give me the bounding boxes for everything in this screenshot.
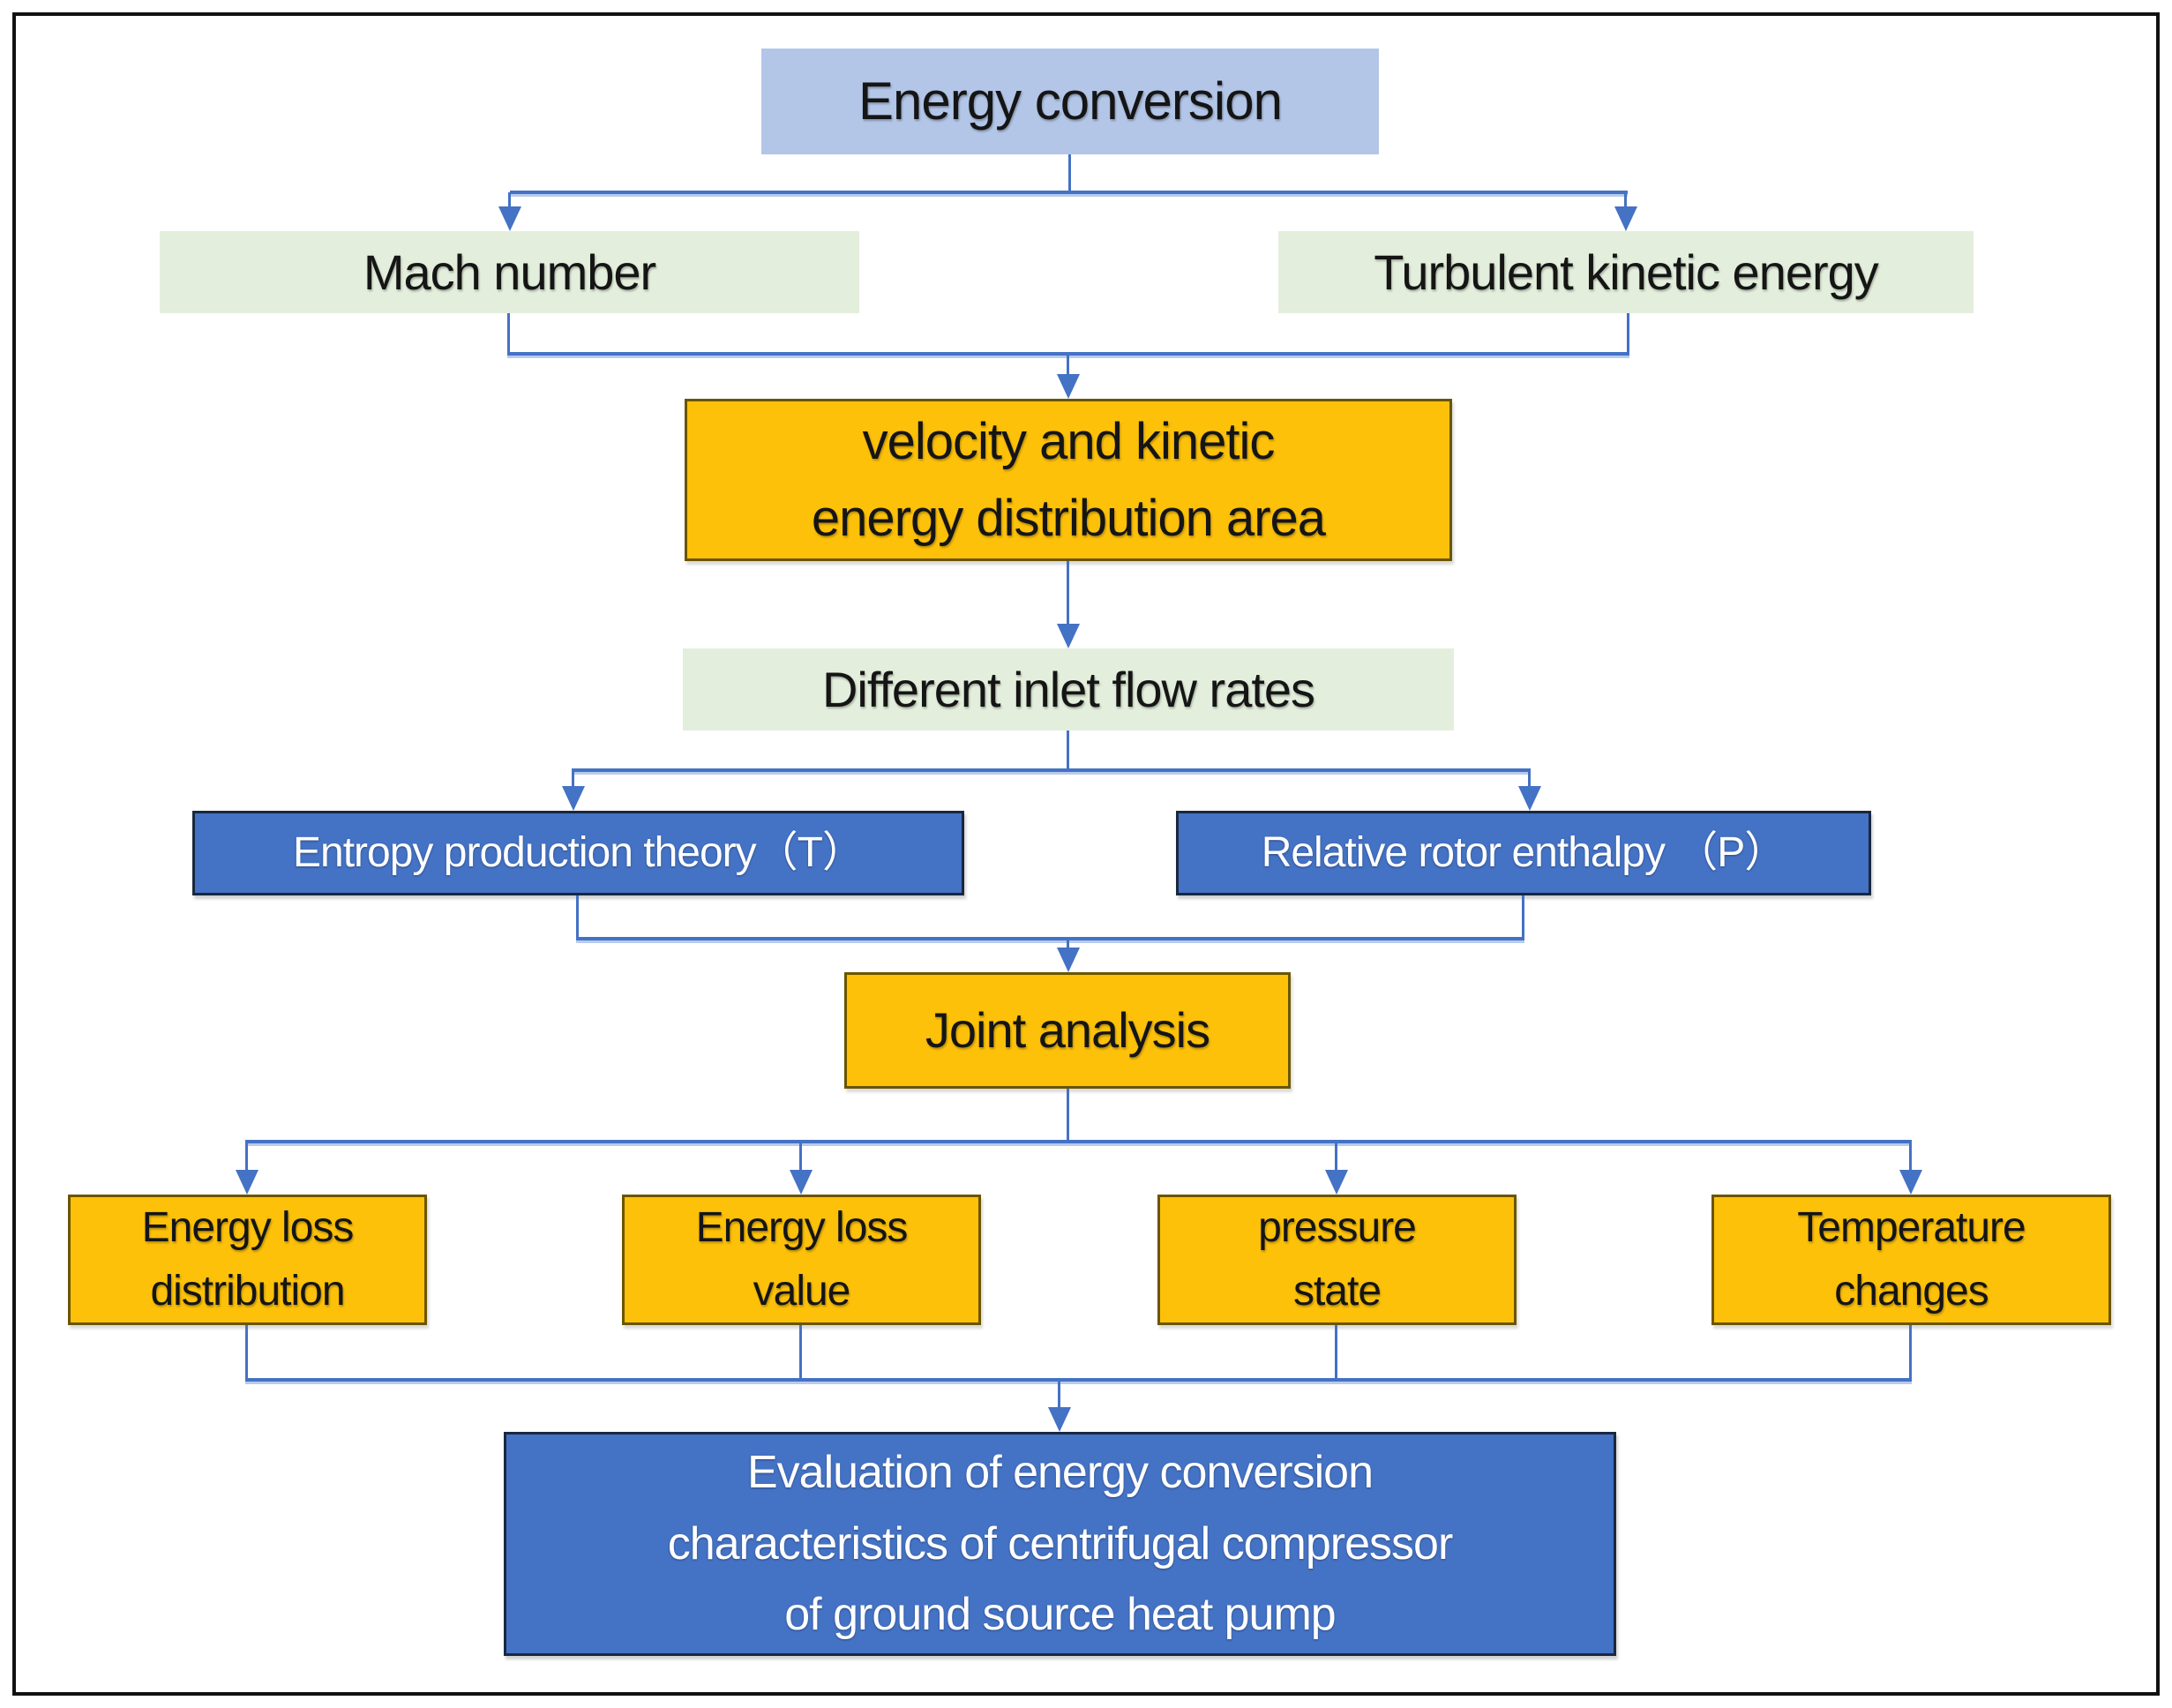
node-label: Energy loss distribution	[141, 1204, 355, 1315]
node-label: velocity and kinetic energy distribution…	[811, 413, 1326, 547]
node-label: pressure state	[1258, 1204, 1417, 1315]
connector-turbulent-stem	[1627, 313, 1629, 356]
connector-drop-entropy	[572, 770, 574, 789]
arrowhead-into-rotor-enthalpy	[1518, 786, 1541, 811]
arrowhead-into-velocity-area	[1057, 374, 1080, 399]
connector-velocity-to-inlet	[1067, 561, 1069, 626]
arrowhead-into-evaluation	[1048, 1407, 1071, 1432]
connector-drop-loss-value	[799, 1142, 802, 1171]
arrowhead-into-loss-value	[790, 1170, 813, 1195]
node-label: Mach number	[363, 243, 656, 300]
node-label: Energy loss value	[695, 1204, 909, 1315]
node-different-inlet-flow-rates: Different inlet flow rates	[683, 648, 1454, 730]
node-label: Energy conversion	[858, 71, 1283, 131]
node-temperature-changes: Temperature changes	[1711, 1195, 2111, 1325]
connector-merge-to-velocity	[507, 352, 1629, 356]
node-mach-number: Mach number	[160, 231, 859, 313]
connector-pressure-stem	[1335, 1325, 1337, 1380]
arrowhead-into-joint-analysis	[1057, 948, 1080, 972]
connector-drop-rotor	[1528, 770, 1531, 789]
connector-mach-stem	[507, 313, 510, 356]
arrowhead-into-mach-number	[498, 206, 521, 231]
node-velocity-distribution-area: velocity and kinetic energy distribution…	[685, 399, 1452, 561]
connector-drop-pressure	[1335, 1142, 1337, 1171]
connector-temperature-stem	[1909, 1325, 1912, 1380]
connector-joint-split	[245, 1140, 1912, 1143]
connector-joint-stem	[1067, 1089, 1069, 1142]
diagram-frame	[12, 12, 2160, 1696]
connector-entropy-stem	[576, 895, 579, 940]
arrowhead-into-turbulent	[1614, 206, 1637, 231]
node-relative-rotor-enthalpy: Relative rotor enthalpy （P）	[1176, 811, 1871, 895]
node-label: Joint analysis	[925, 1002, 1210, 1059]
arrowhead-into-temperature-changes	[1899, 1170, 1922, 1195]
node-energy-loss-distribution: Energy loss distribution	[68, 1195, 427, 1325]
connector-drop-turbulent	[1624, 192, 1627, 209]
node-joint-analysis: Joint analysis	[844, 972, 1291, 1089]
node-evaluation-summary: Evaluation of energy conversion characte…	[504, 1432, 1616, 1656]
connector-drop-evaluation	[1058, 1381, 1060, 1409]
connector-merge-to-joint	[576, 937, 1524, 940]
connector-loss-distribution-stem	[245, 1325, 248, 1380]
node-label: Different inlet flow rates	[821, 661, 1315, 717]
arrowhead-into-loss-distribution	[236, 1170, 258, 1195]
connector-inlet-split	[572, 768, 1531, 772]
connector-loss-value-stem	[799, 1325, 802, 1380]
connector-rotor-stem	[1522, 895, 1524, 940]
node-label: Temperature changes	[1797, 1204, 2026, 1315]
connector-merge-to-evaluation	[245, 1378, 1912, 1382]
node-label: Entropy production theory（T）	[293, 828, 865, 876]
arrowhead-into-inlet-flow	[1057, 624, 1080, 648]
connector-drop-mach	[508, 192, 511, 209]
node-label: Evaluation of energy conversion characte…	[667, 1447, 1454, 1641]
node-label: Relative rotor enthalpy （P）	[1261, 828, 1787, 876]
connector-drop-velocity	[1067, 355, 1069, 377]
node-pressure-state: pressure state	[1157, 1195, 1517, 1325]
connector-inlet-stem	[1067, 730, 1069, 772]
node-label: Turbulent kinetic energy	[1374, 243, 1879, 300]
connector-drop-joint	[1067, 940, 1069, 950]
node-turbulent-kinetic-energy: Turbulent kinetic energy	[1278, 231, 1974, 313]
connector-energy-stem	[1068, 154, 1071, 192]
arrowhead-into-entropy-theory	[562, 786, 585, 811]
node-energy-conversion: Energy conversion	[761, 49, 1379, 154]
node-entropy-production-theory: Entropy production theory（T）	[192, 811, 964, 895]
connector-energy-split	[510, 191, 1628, 194]
connector-drop-loss-distribution	[245, 1142, 248, 1171]
arrowhead-into-pressure-state	[1325, 1170, 1348, 1195]
node-energy-loss-value: Energy loss value	[622, 1195, 981, 1325]
connector-drop-temperature	[1909, 1142, 1912, 1171]
